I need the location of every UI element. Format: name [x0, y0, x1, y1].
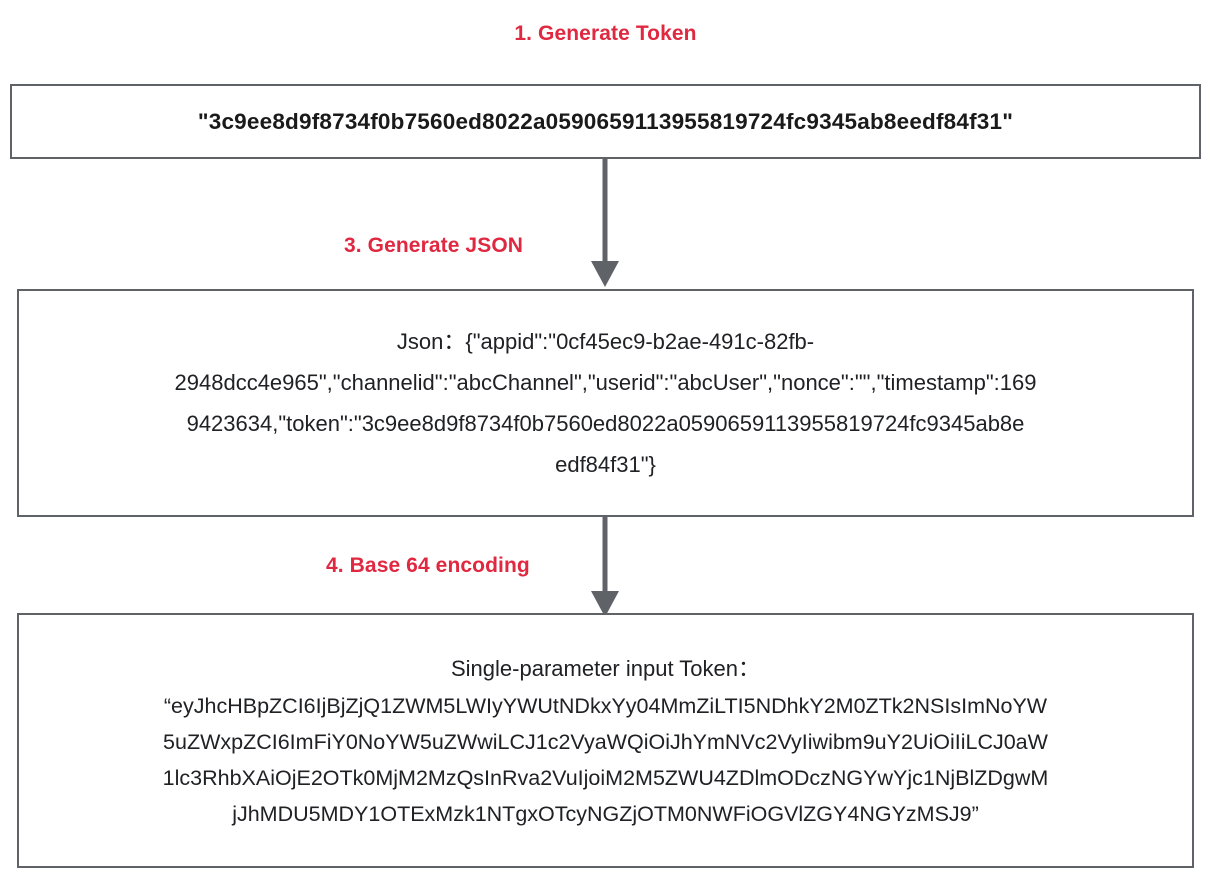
generated-json-box: Json：{"appid":"0cf45ec9-b2ae-491c-82fb- … [17, 289, 1194, 517]
step-4-title: 4. Base 64 encoding [326, 554, 530, 577]
base64-line: jJhMDU5MDY1OTExMzk1NTgxOTcyNGZjOTM0NWFiO… [232, 801, 979, 826]
json-line: edf84f31"} [555, 452, 656, 477]
json-line: 2948dcc4e965","channelid":"abcChannel","… [174, 370, 1037, 395]
generated-token-value: "3c9ee8d9f8734f0b7560ed8022a059065911395… [197, 108, 1014, 134]
single-parameter-token-box: Single-parameter input Token： “eyJhcHBpZ… [17, 613, 1194, 868]
arrow-json-to-base64 [583, 517, 627, 624]
json-line: Json：{"appid":"0cf45ec9-b2ae-491c-82fb- [396, 329, 815, 354]
step-1-title: 1. Generate Token [514, 22, 697, 45]
generated-token-box: "3c9ee8d9f8734f0b7560ed8022a059065911395… [10, 84, 1201, 159]
base64-line: 1lc3RhbXAiOjE2OTk0MjM2MzQsInRva2VuIjoiM2… [162, 765, 1049, 790]
base64-line: “eyJhcHBpZCI6IjBjZjQ1ZWM5LWIyYWUtNDkxYy0… [163, 693, 1048, 718]
arrow-token-to-json [583, 159, 627, 294]
base64-line: 5uZWxpZCI6ImFiY0NoYW5uZWwiLCJ1c2VyaWQiOi… [163, 729, 1048, 754]
step-3-title: 3. Generate JSON [344, 234, 524, 257]
single-parameter-token-heading: Single-parameter input Token： [451, 655, 760, 681]
json-line: 9423634,"token":"3c9ee8d9f8734f0b7560ed8… [186, 411, 1025, 436]
